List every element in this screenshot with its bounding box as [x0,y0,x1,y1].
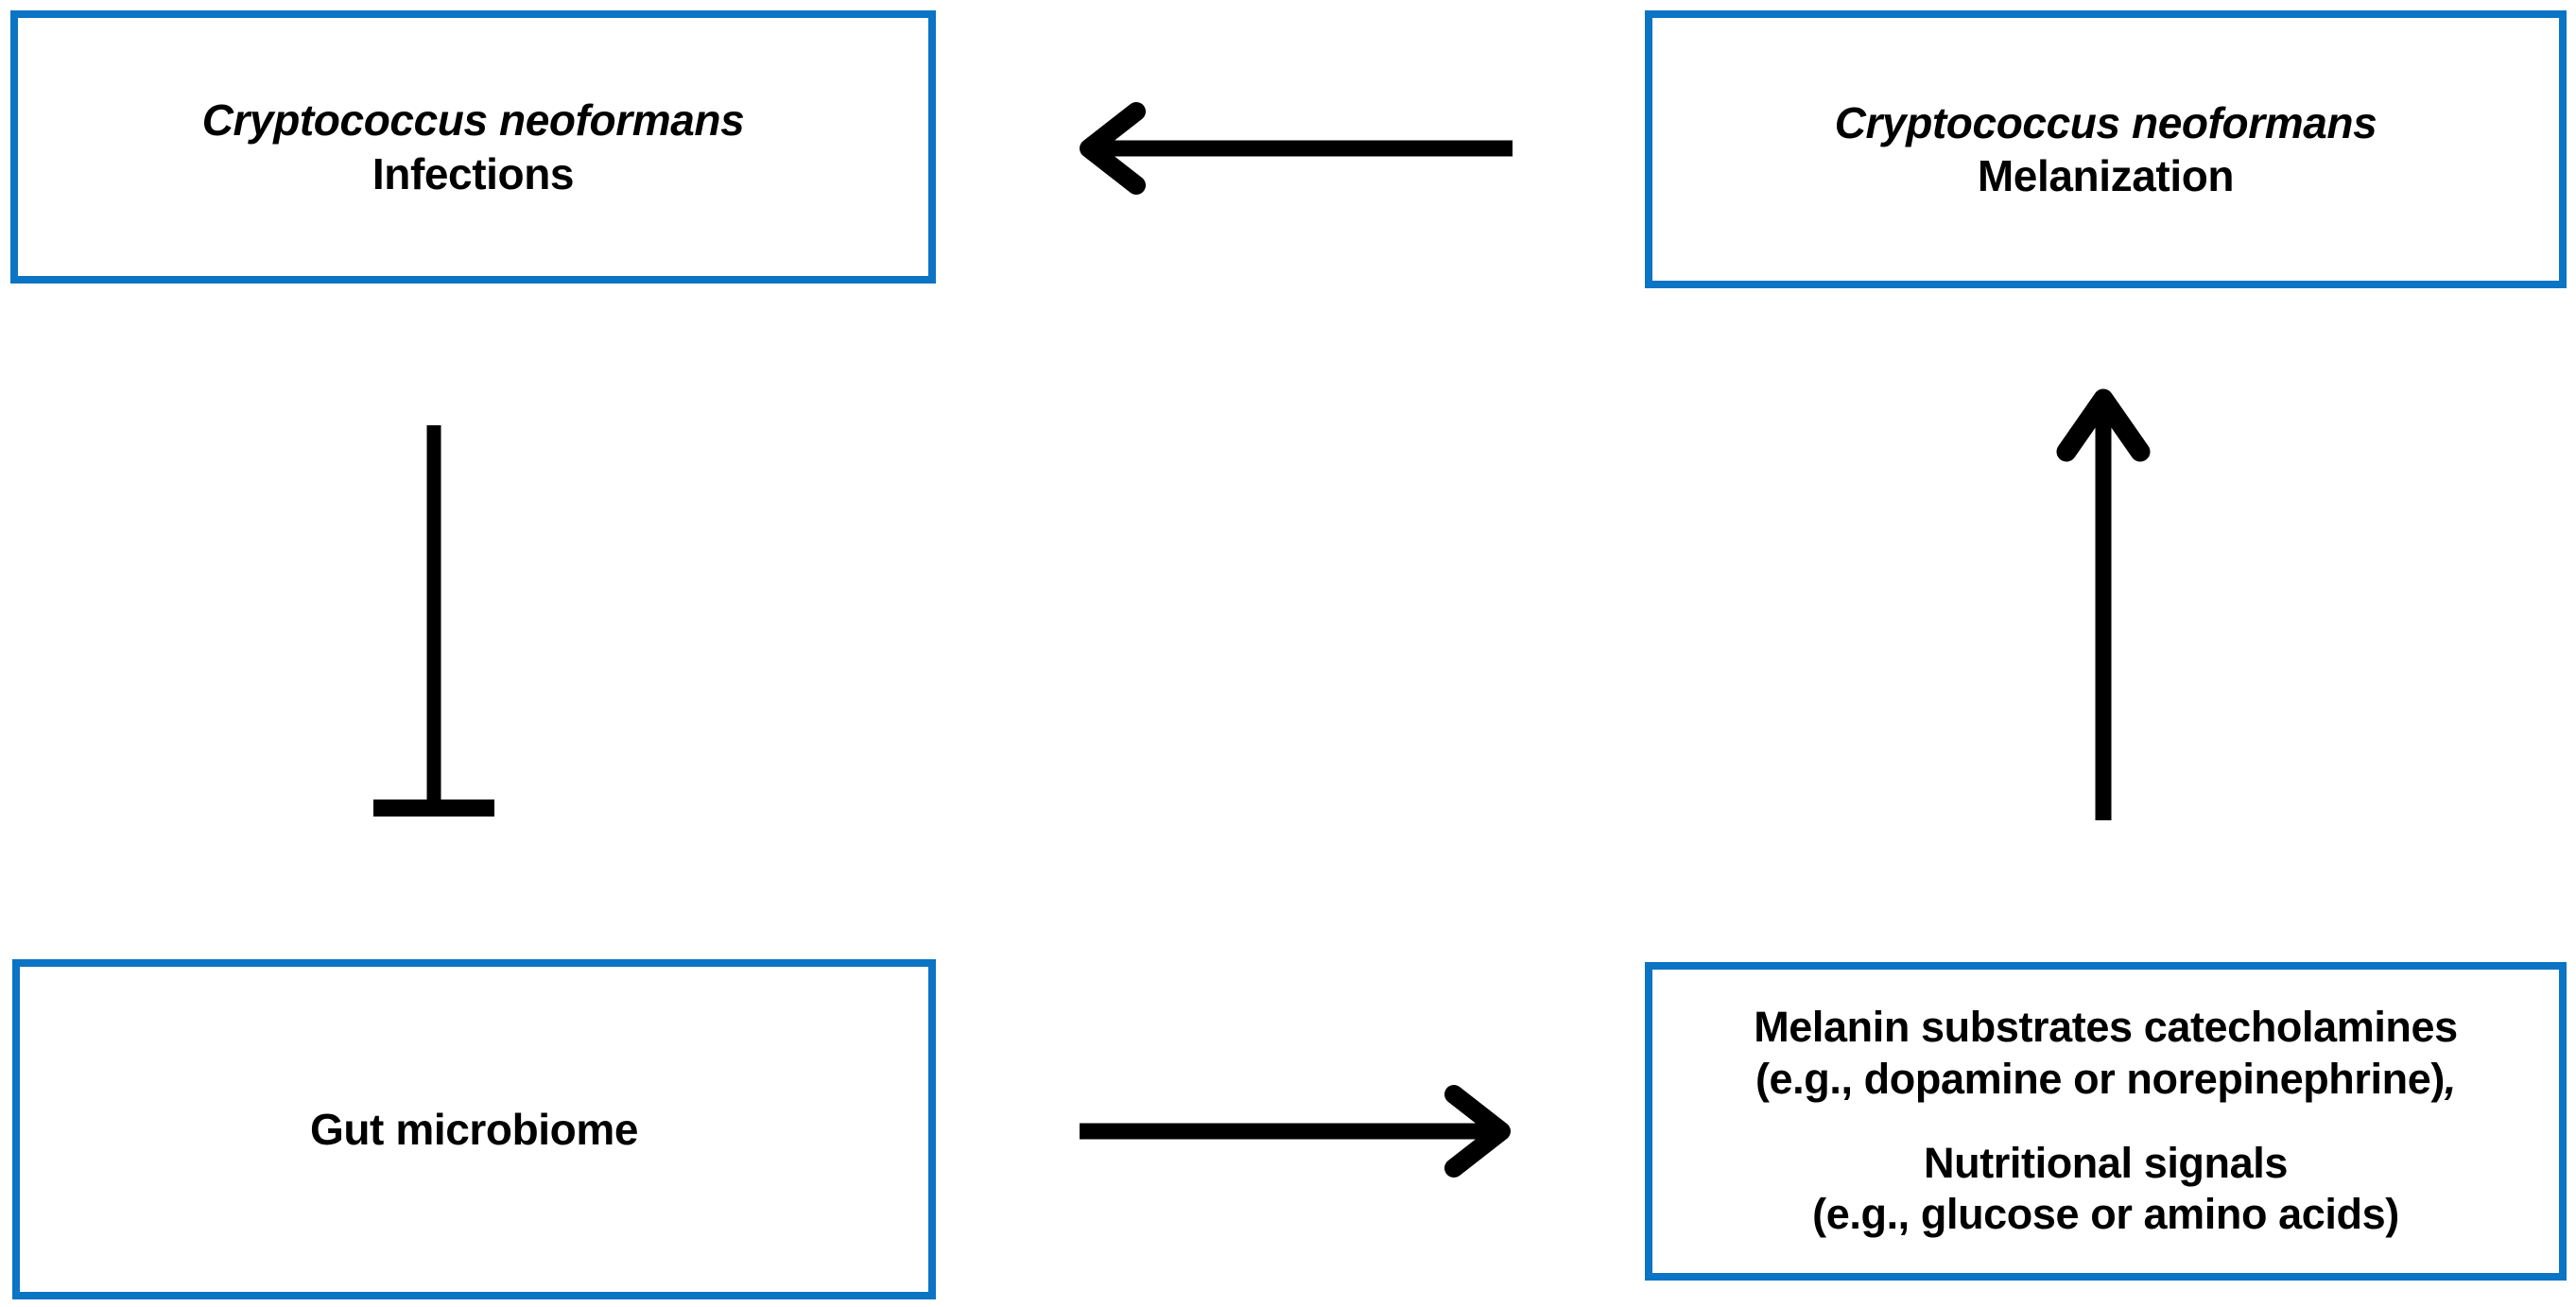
node-box-melanin-substrates[interactable]: Melanin substrates catecholamines (e.g.,… [1645,962,2567,1281]
node-label-gut-microbiome: Gut microbiome [309,1104,639,1154]
node-label-substrates-examples-comma: , [2444,1054,2457,1103]
node-label-substrates-examples-text: (e.g., dopamine or norepinephrine) [1755,1054,2445,1103]
node-label-infections-title: Infections [372,148,575,198]
node-box-cryptococcus-melanization[interactable]: Cryptococcus neoformans Melanization [1645,10,2567,288]
node-label-melanization-title: Melanization [1977,151,2235,200]
arrow-substrates-to-melanization-icon [2056,388,2151,820]
node-box-gut-microbiome[interactable]: Gut microbiome [12,959,936,1299]
node-label-substrates-catecholamines: Melanin substrates catecholamines [1754,1002,2458,1051]
node-box-cryptococcus-infections[interactable]: Cryptococcus neoformans Infections [10,10,936,284]
node-label-substrates-examples: (e.g., dopamine or norepinephrine), [1755,1054,2456,1106]
node-label-nutritional-signals: Nutritional signals [1924,1138,2288,1187]
node-label-melanization-species: Cryptococcus neoformans [1834,97,2377,147]
node-label-nutritional-examples: (e.g., glucose or amino acids) [1812,1190,2399,1239]
arrow-melanization-to-infections-icon [1080,102,1513,195]
node-label-infections-species: Cryptococcus neoformans [201,95,745,146]
arrow-gut-to-substrates-icon [1080,1085,1511,1178]
inhibition-bar-gut-inhibits-infections-icon [373,425,494,817]
